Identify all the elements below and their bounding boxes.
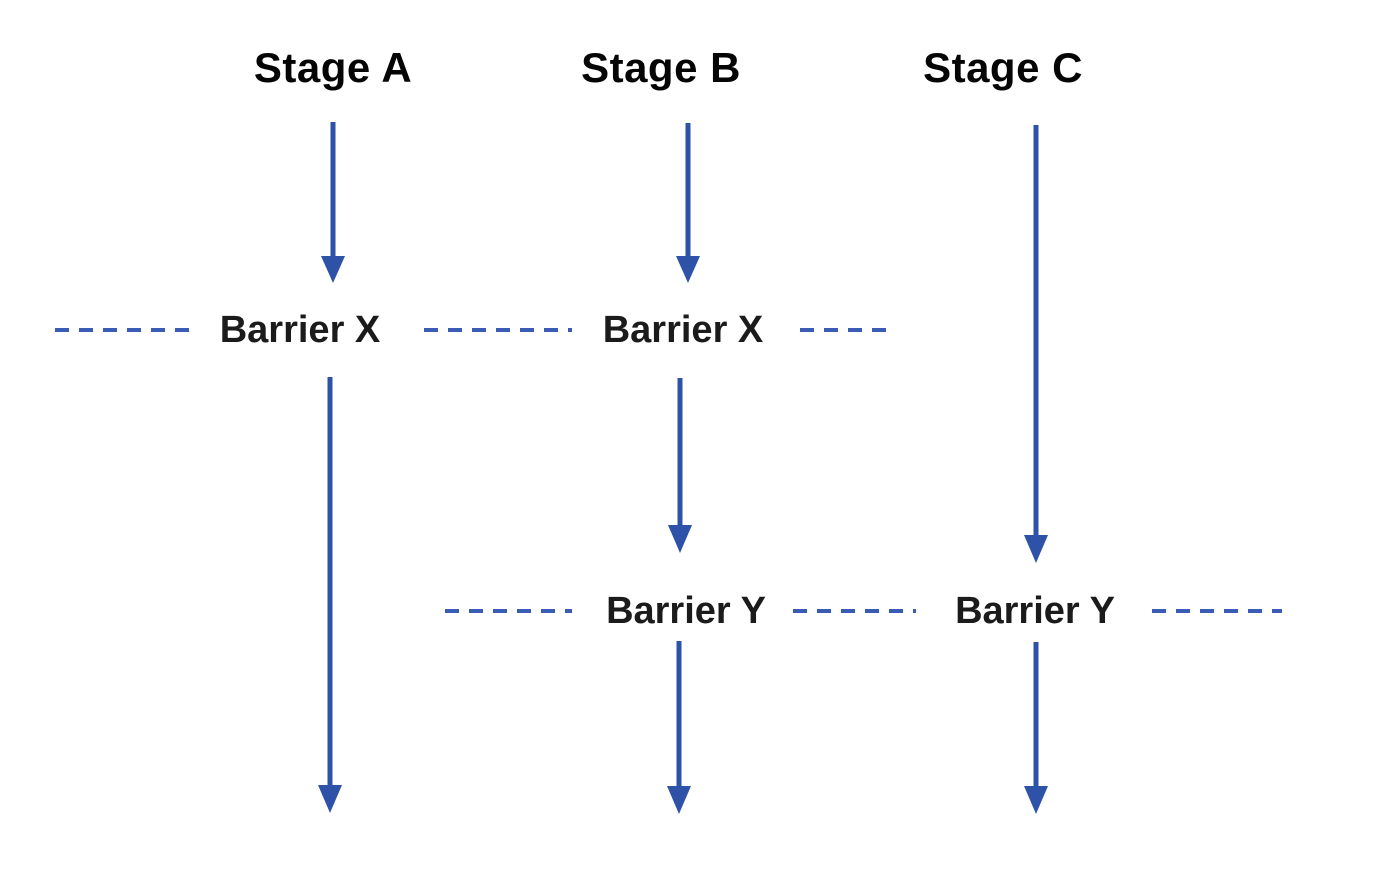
barrier-y-label-stage-b: Barrier Y: [600, 592, 772, 630]
stage-b-arrowhead-bottom-icon: [667, 786, 691, 814]
stage-b-label: Stage B: [581, 44, 741, 91]
stage-b-arrowhead-top-icon: [676, 256, 700, 283]
stage-c-arrowhead-top-icon: [1024, 535, 1048, 563]
barrier-y-label-stage-c: Barrier Y: [949, 592, 1121, 630]
stage-a-arrowhead-bottom-icon: [318, 785, 342, 813]
barrier-x-label-stage-b: Barrier X: [596, 311, 770, 349]
stage-c-arrowhead-bottom-icon: [1024, 786, 1048, 814]
stage-c-label: Stage C: [923, 44, 1083, 91]
stage-a-label: Stage A: [253, 44, 413, 91]
barrier-x-label-stage-a: Barrier X: [213, 311, 387, 349]
stage-a-arrowhead-top-icon: [321, 256, 345, 283]
stage-b-arrowhead-middle-icon: [668, 525, 692, 553]
